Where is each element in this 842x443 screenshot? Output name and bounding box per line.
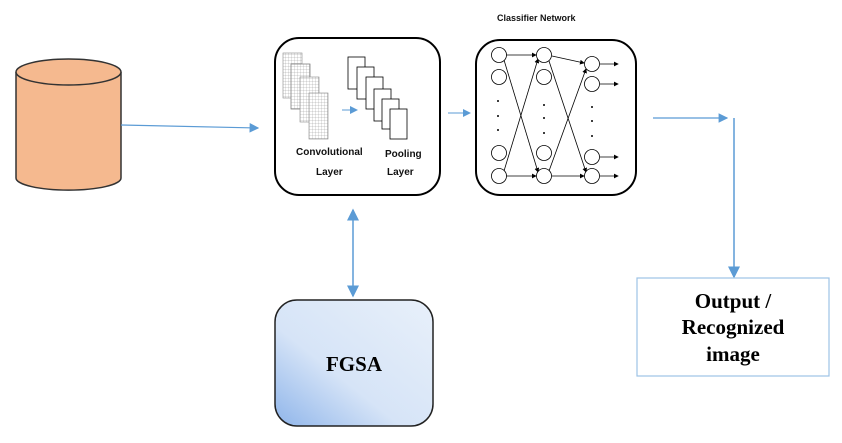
feature-extraction-box: Convolutional Layer Pooling Layer — [274, 37, 441, 196]
fgsa-box: FGSA — [274, 299, 434, 427]
database-cylinder — [15, 58, 122, 191]
classifier-title: Classifier Network — [497, 13, 577, 23]
output-label-2: Recognized — [682, 315, 785, 339]
pool-label-2: Layer — [387, 167, 414, 178]
fgsa-label: FGSA — [326, 352, 383, 376]
convolutional-maps — [282, 52, 329, 140]
neurons — [491, 47, 600, 184]
conv-label-2: Layer — [316, 167, 343, 178]
arrow-db-to-conv — [120, 123, 260, 133]
output-label-1: Output / — [695, 289, 773, 313]
pooling-maps — [347, 56, 408, 140]
pool-label-1: Pooling — [385, 149, 422, 160]
classifier-network-box — [475, 39, 637, 196]
conv-label-1: Convolutional — [296, 147, 363, 158]
output-box: Output / Recognized image — [636, 277, 830, 377]
output-label-3: image — [706, 342, 760, 366]
